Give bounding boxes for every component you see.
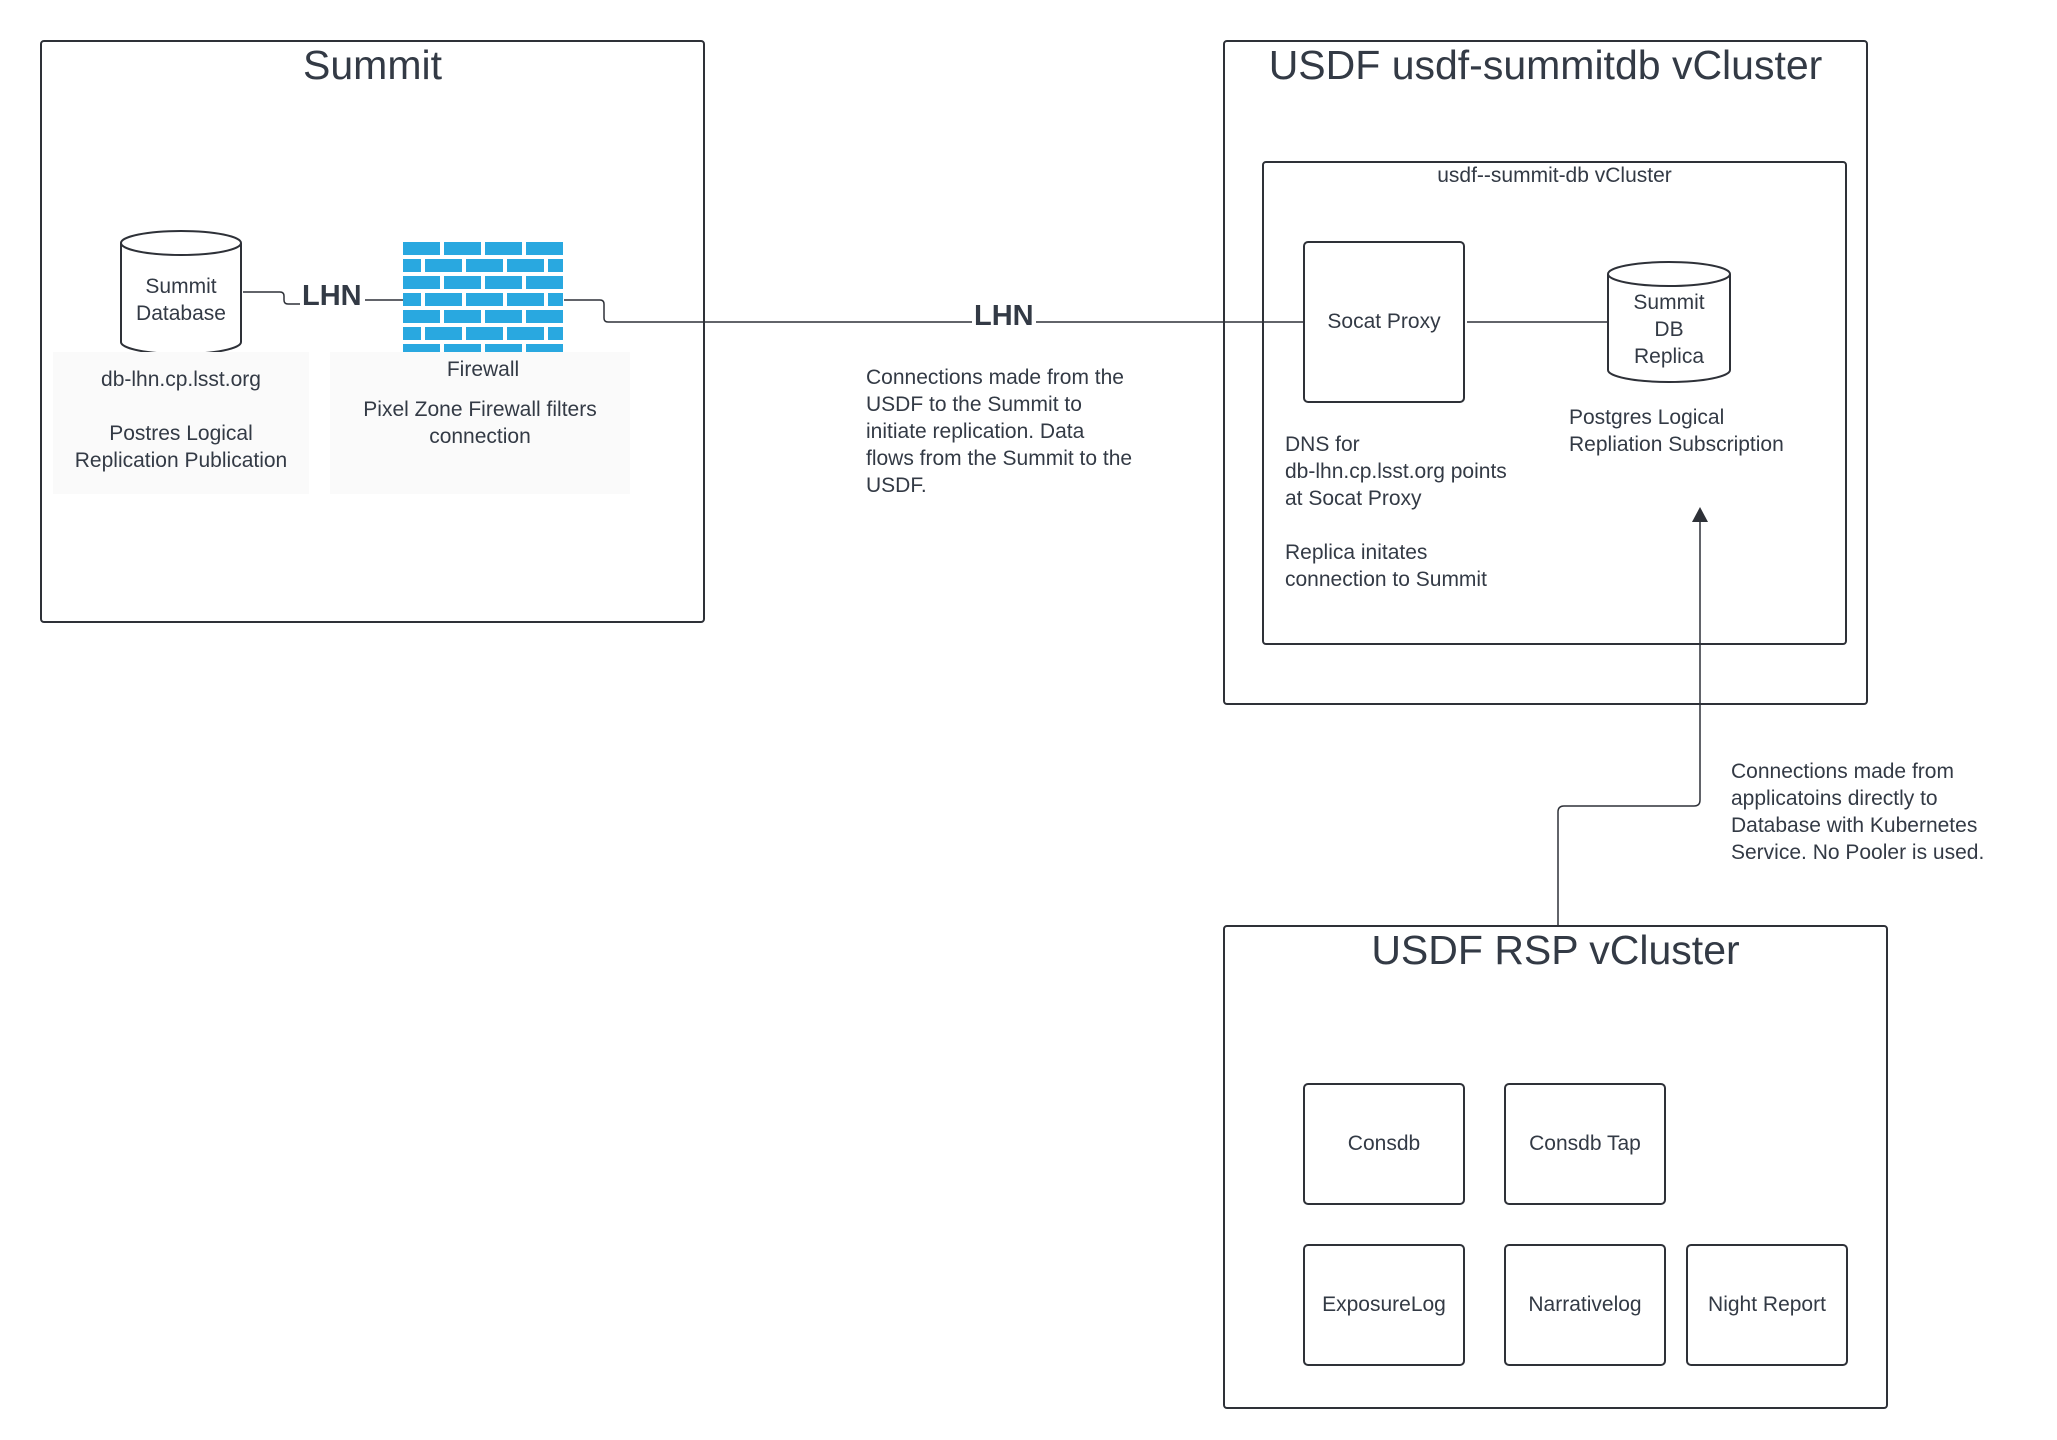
rsp-to-replica-line — [1557, 520, 1701, 927]
usdf-summitdb-title: USDF usdf-summitdb vCluster — [1268, 42, 1823, 88]
app-connection-note: Connections made from applicatoins direc… — [1731, 760, 1985, 864]
replica-cylinder-icon — [1607, 261, 1731, 383]
summit-db-replica-label: Summit DB Replica — [1633, 291, 1705, 368]
inner-vcluster-container — [1262, 161, 1847, 645]
usdf-rsp-title: USDF RSP vCluster — [1371, 927, 1740, 973]
socat-proxy-node: Socat Proxy — [1303, 241, 1465, 403]
app-night-report: Night Report — [1686, 1244, 1848, 1366]
app-exposurelog: ExposureLog — [1303, 1244, 1465, 1366]
app-narrativelog: Narrativelog — [1504, 1244, 1666, 1366]
arrowhead-icon — [1692, 507, 1708, 522]
usdf-summitdb-container — [1223, 40, 1868, 705]
publication-note: Postres Logical Replication Publication — [74, 422, 288, 472]
firewall-icon — [403, 242, 563, 357]
app-consdb-tap: Consdb Tap — [1504, 1083, 1666, 1205]
subscription-note: Postgres Logical Repliation Subscription — [1569, 406, 1784, 456]
dns-note: DNS for db-lhn.cp.lsst.org points at Soc… — [1285, 433, 1507, 591]
usdf-rsp-container — [1223, 925, 1888, 1409]
db-host-label: db-lhn.cp.lsst.org — [101, 368, 261, 391]
inner-vcluster-title: usdf--summit-db vCluster — [1437, 164, 1672, 187]
link-lhn-label: LHN — [972, 300, 1036, 333]
firewall-note-panel — [330, 352, 630, 494]
summit-container — [40, 40, 705, 623]
summit-db-to-firewall-line — [243, 291, 300, 305]
firewall-note: Pixel Zone Firewall filters connection — [363, 398, 597, 448]
summit-database-label: Summit Database — [136, 275, 226, 325]
summit-db-note-panel — [53, 352, 309, 494]
summit-lhn-label: LHN — [300, 280, 364, 313]
firewall-label: Firewall — [446, 358, 520, 381]
database-cylinder-icon — [120, 230, 242, 355]
replication-connection-note: Connections made from the USDF to the Su… — [866, 366, 1133, 497]
firewall-to-socat-line — [564, 299, 1306, 323]
app-consdb: Consdb — [1303, 1083, 1465, 1205]
summit-title: Summit — [303, 42, 442, 88]
